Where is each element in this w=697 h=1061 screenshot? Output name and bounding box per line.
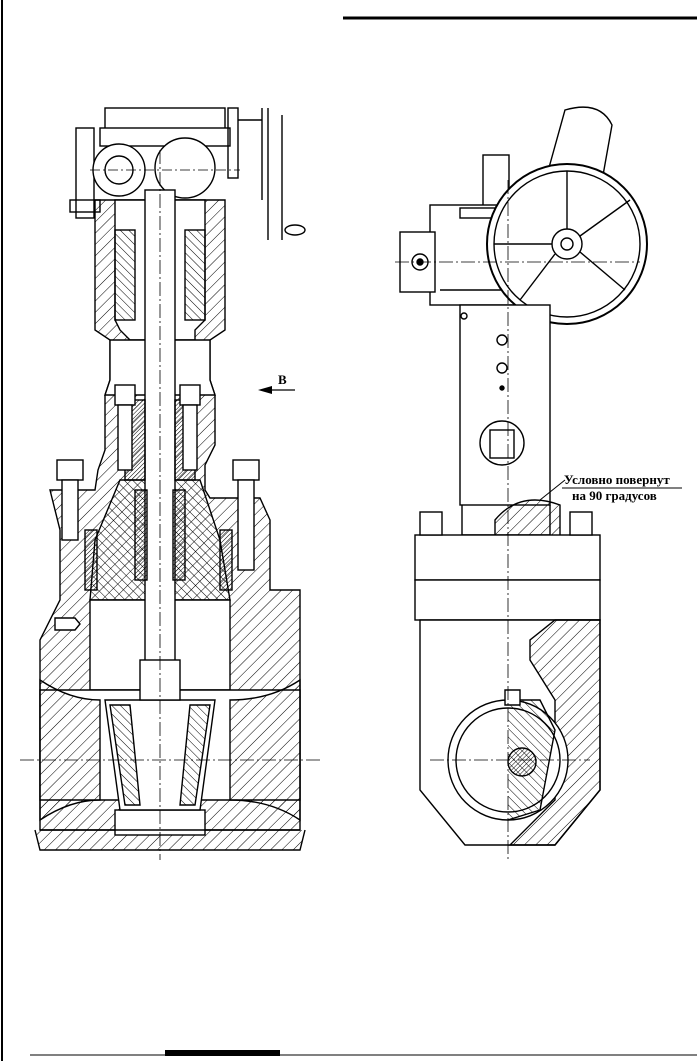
rotation-note-line1: Условно повернут (564, 472, 670, 487)
footer-rule-bold (165, 1050, 280, 1056)
sectional-view (20, 107, 320, 860)
rotation-note: Условно повернут на 90 градусов (562, 472, 682, 503)
view-arrow-label: В (278, 372, 287, 387)
exterior-view (395, 106, 648, 860)
view-arrow-b: В (258, 372, 295, 394)
rotation-note-line2: на 90 градусов (572, 488, 657, 503)
